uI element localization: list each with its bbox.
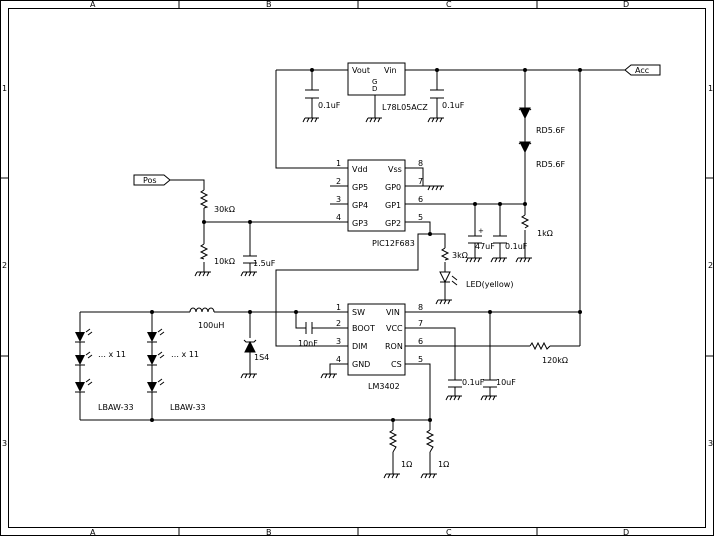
reg-vout-label: Vout: [352, 66, 370, 75]
drv-pin-5-num: 5: [418, 355, 423, 364]
led-string-symbols: [75, 328, 165, 393]
drv-pin-2-num: 2: [336, 319, 341, 328]
label-c10u: 10uF: [496, 378, 516, 387]
mcu-pin-8-name: Vss: [388, 165, 402, 174]
mcu-pin-1-num: 1: [336, 159, 341, 168]
drv-pin-4-num: 4: [336, 355, 341, 364]
reg-part-label: L78L05ACZ: [382, 103, 428, 112]
wires: [79, 69, 625, 474]
label-c-reg-out: 0.1uF: [318, 101, 341, 110]
label-zener2: RD5.6F: [536, 160, 565, 169]
mcu-pin-2-name: GP5: [352, 183, 368, 192]
drv-pin-7-name: VCC: [386, 324, 403, 333]
label-led-string2-count: … x 11: [171, 350, 199, 359]
mcu-pin-4-name: GP3: [352, 219, 368, 228]
col-label-c-bottom: C: [446, 528, 452, 536]
label-c10n: 10nF: [298, 339, 318, 348]
ground-symbols: [194, 117, 532, 479]
mcu-pin-5-num: 5: [418, 213, 423, 222]
drv-pin-6-name: RON: [385, 342, 403, 351]
drv-pin-2-name: BOOT: [352, 324, 375, 333]
label-r3k: 3kΩ: [452, 251, 468, 260]
mcu-pin-7-name: GP0: [385, 183, 401, 192]
label-c-reg-in: 0.1uF: [442, 101, 465, 110]
port-pos-label: Pos: [143, 176, 157, 185]
diode-1s4: [243, 339, 257, 353]
mcu-pin-2-num: 2: [336, 177, 341, 186]
row-label-1-right: 1: [708, 84, 713, 93]
mcu-pin-4-num: 4: [336, 213, 341, 222]
label-r10k: 10kΩ: [214, 257, 235, 266]
cap-47u-plus: +: [478, 227, 484, 235]
label-rcs1: 1Ω: [401, 460, 412, 469]
drv-pin-6-num: 6: [418, 337, 423, 346]
label-diode: 1S4: [254, 353, 269, 362]
row-label-3-left: 3: [2, 439, 7, 448]
row-label-2-right: 2: [708, 261, 713, 270]
label-led-string2-part: LBAW-33: [170, 403, 206, 412]
col-label-c-top: C: [446, 0, 452, 9]
label-r30k: 30kΩ: [214, 205, 235, 214]
mcu-pin-7-num: 7: [418, 177, 423, 186]
mcu-part-label: PIC12F683: [372, 239, 415, 248]
junctions: [150, 68, 582, 422]
row-label-3-right: 3: [708, 439, 713, 448]
col-label-a-top: A: [90, 0, 96, 9]
mcu-pin-6-name: GP1: [385, 201, 401, 210]
capacitors: [243, 89, 507, 388]
mcu-pin-5-name: GP2: [385, 219, 401, 228]
drv-pin-4-name: GND: [352, 360, 370, 369]
label-c47u: 47uF: [475, 242, 495, 251]
mcu-pin-8-num: 8: [418, 159, 423, 168]
mcu-pin-3-num: 3: [336, 195, 341, 204]
drv-pin-3-num: 3: [336, 337, 341, 346]
drv-pin-5-name: CS: [391, 360, 402, 369]
label-led-string1-part: LBAW-33: [98, 403, 134, 412]
col-label-b-top: B: [266, 0, 272, 9]
mcu-ic[interactable]: 1 2 3 4 Vdd GP5 GP4 GP3 8 7 6 5 Vss GP0 …: [330, 159, 423, 248]
col-label-b-bottom: B: [266, 528, 272, 536]
label-c01u-vcc: 0.1uF: [462, 378, 485, 387]
port-acc-label: Acc: [635, 66, 649, 75]
port-acc[interactable]: Acc: [624, 64, 661, 76]
mcu-pin-1-name: Vdd: [352, 165, 368, 174]
component-labels: 0.1uF 0.1uF RD5.6F RD5.6F 30kΩ 10kΩ 1.5u…: [98, 101, 568, 469]
resistors: [199, 189, 551, 453]
label-led-string1-count: … x 11: [98, 350, 126, 359]
drv-pin-7-num: 7: [418, 319, 423, 328]
drv-part-label: LM3402: [368, 382, 400, 391]
mcu-pin-6-num: 6: [418, 195, 423, 204]
zener-diodes: [518, 107, 532, 154]
drv-pin-3-name: DIM: [352, 342, 368, 351]
drv-pin-8-name: VIN: [386, 308, 400, 317]
col-label-a-bottom: A: [90, 528, 96, 536]
label-c15u: 1.5uF: [253, 259, 276, 268]
col-label-d-top: D: [623, 0, 629, 9]
label-r1k: 1kΩ: [537, 229, 553, 238]
row-label-1-left: 1: [2, 84, 7, 93]
driver-ic[interactable]: 1 2 3 4 SW BOOT DIM GND 8 7 6 5 VIN VCC …: [330, 303, 423, 391]
label-inductor: 100uH: [198, 321, 224, 330]
row-label-2-left: 2: [2, 261, 7, 270]
col-label-d-bottom: D: [623, 528, 629, 536]
inductor-coil: [189, 307, 215, 313]
label-c01u-mcu: 0.1uF: [505, 242, 528, 251]
label-r120k: 120kΩ: [542, 356, 568, 365]
drv-pin-1-name: SW: [352, 308, 365, 317]
port-pos[interactable]: Pos: [133, 174, 171, 186]
mcu-pin-3-name: GP4: [352, 201, 368, 210]
label-led: LED(yellow): [466, 280, 513, 289]
drv-pin-8-num: 8: [418, 303, 423, 312]
drv-pin-1-num: 1: [336, 303, 341, 312]
reg-vin-label: Vin: [384, 66, 397, 75]
indicator-led: [439, 271, 458, 290]
label-zener1: RD5.6F: [536, 126, 565, 135]
label-rcs2: 1Ω: [438, 460, 449, 469]
